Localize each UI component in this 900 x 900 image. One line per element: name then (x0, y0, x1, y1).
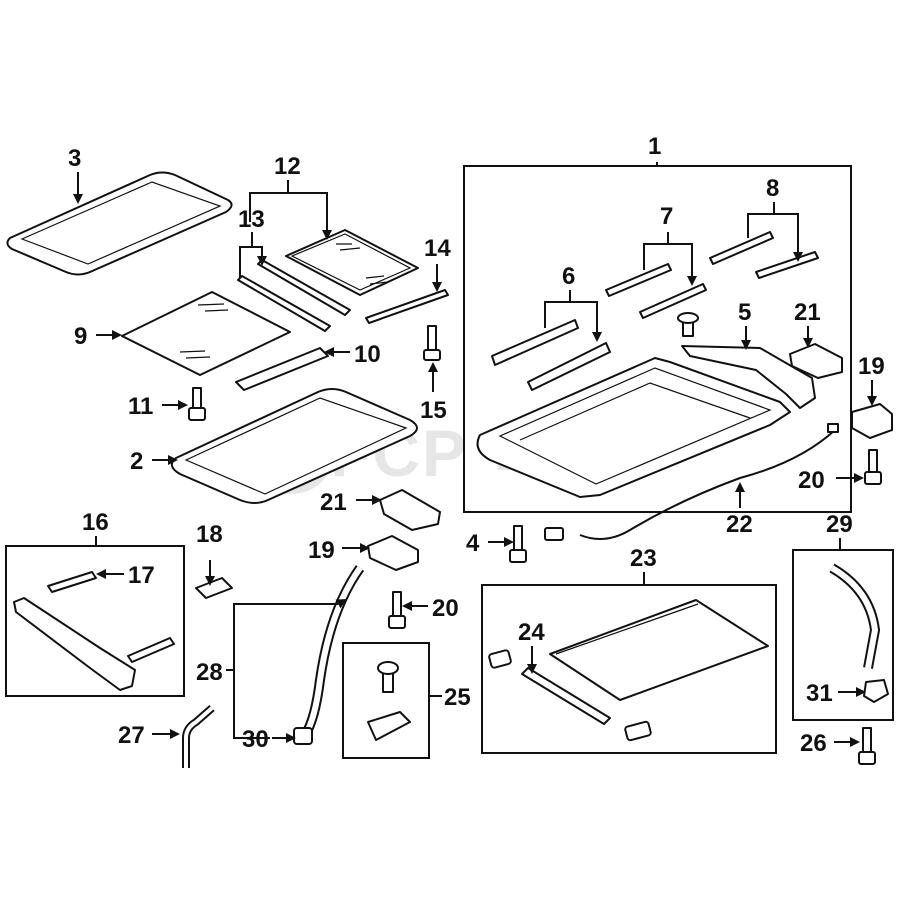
part-28-drain-hose (293, 565, 365, 745)
callout-26: 26 (800, 730, 827, 757)
callout-3: 3 (68, 145, 81, 172)
callout-15: 15 (420, 397, 447, 424)
part-10-trim-strip (235, 347, 329, 391)
callout-21-middle: 21 (320, 489, 347, 516)
callout-22: 22 (726, 511, 753, 538)
part-22-cable (544, 423, 839, 541)
group-box-23 (481, 584, 777, 754)
callout-29: 29 (826, 511, 853, 538)
callout-25: 25 (444, 684, 471, 711)
part-25-fastener-kit (367, 661, 411, 741)
callout-27: 27 (118, 722, 145, 749)
callout-11: 11 (128, 393, 153, 420)
part-20-bolt-middle (388, 591, 406, 629)
callout-2: 2 (130, 448, 143, 475)
callout-30: 30 (242, 726, 269, 753)
callout-19-middle: 19 (308, 537, 335, 564)
part-8-rails (709, 231, 819, 279)
callout-20-right: 20 (798, 467, 825, 494)
part-21-motor-upper (789, 343, 843, 379)
part-30-hose-end (293, 727, 313, 745)
callout-5: 5 (738, 299, 751, 326)
part-21-motor-middle (379, 489, 441, 531)
leader-lines (73, 162, 877, 747)
part-5-drain-frame (681, 345, 816, 409)
callout-28: 28 (196, 659, 223, 686)
callout-24: 24 (518, 619, 545, 646)
part-4-bolt (509, 525, 527, 563)
callout-20-middle: 20 (432, 595, 459, 622)
part-23-sunshade-roller (488, 599, 769, 742)
callout-18: 18 (196, 521, 223, 548)
part-19-module-right (851, 403, 893, 439)
part-6-rails (491, 319, 611, 391)
part-17-pin-upper (47, 571, 97, 593)
callout-23: 23 (630, 545, 657, 572)
callout-10: 10 (354, 341, 381, 368)
callout-labels: 3 1 12 13 14 9 10 11 15 2 6 7 8 5 21 19 … (68, 133, 885, 757)
part-9-sunshade-panel (121, 291, 291, 376)
callout-8: 8 (766, 175, 779, 202)
callout-17: 17 (128, 562, 155, 589)
part-14-strip (365, 289, 449, 324)
part-17-pin-lower (127, 637, 175, 663)
part-24-guide (521, 667, 611, 725)
part-pin (677, 312, 699, 337)
part-18-clip (195, 577, 233, 599)
callout-19-right: 19 (858, 353, 885, 380)
part-29-drain-hose (829, 563, 881, 669)
part-11-bolt (188, 387, 206, 421)
callout-21-upper: 21 (794, 299, 821, 326)
group-box-25 (342, 642, 430, 759)
callout-31: 31 (806, 680, 833, 707)
callout-9: 9 (74, 323, 87, 350)
part-3-glass-seal (6, 171, 233, 276)
callout-4: 4 (466, 530, 480, 557)
callout-16: 16 (82, 509, 109, 536)
part-31-connector (863, 679, 889, 703)
callout-13: 13 (238, 206, 265, 233)
callout-12: 12 (274, 153, 301, 180)
part-2-frame-seal (170, 388, 418, 504)
callout-6: 6 (562, 263, 575, 290)
callout-7: 7 (660, 203, 673, 230)
part-19-module-middle (367, 535, 419, 571)
part-1-sunroof-frame (476, 357, 791, 498)
part-20-bolt-right (864, 449, 882, 485)
part-26-bolt (858, 727, 876, 765)
part-15-bolt (423, 325, 441, 361)
callout-14: 14 (424, 235, 451, 262)
part-16-side-trim (13, 571, 175, 691)
callout-1: 1 (648, 133, 661, 160)
group-box-29 (792, 549, 894, 721)
part-7-rails (605, 263, 707, 319)
